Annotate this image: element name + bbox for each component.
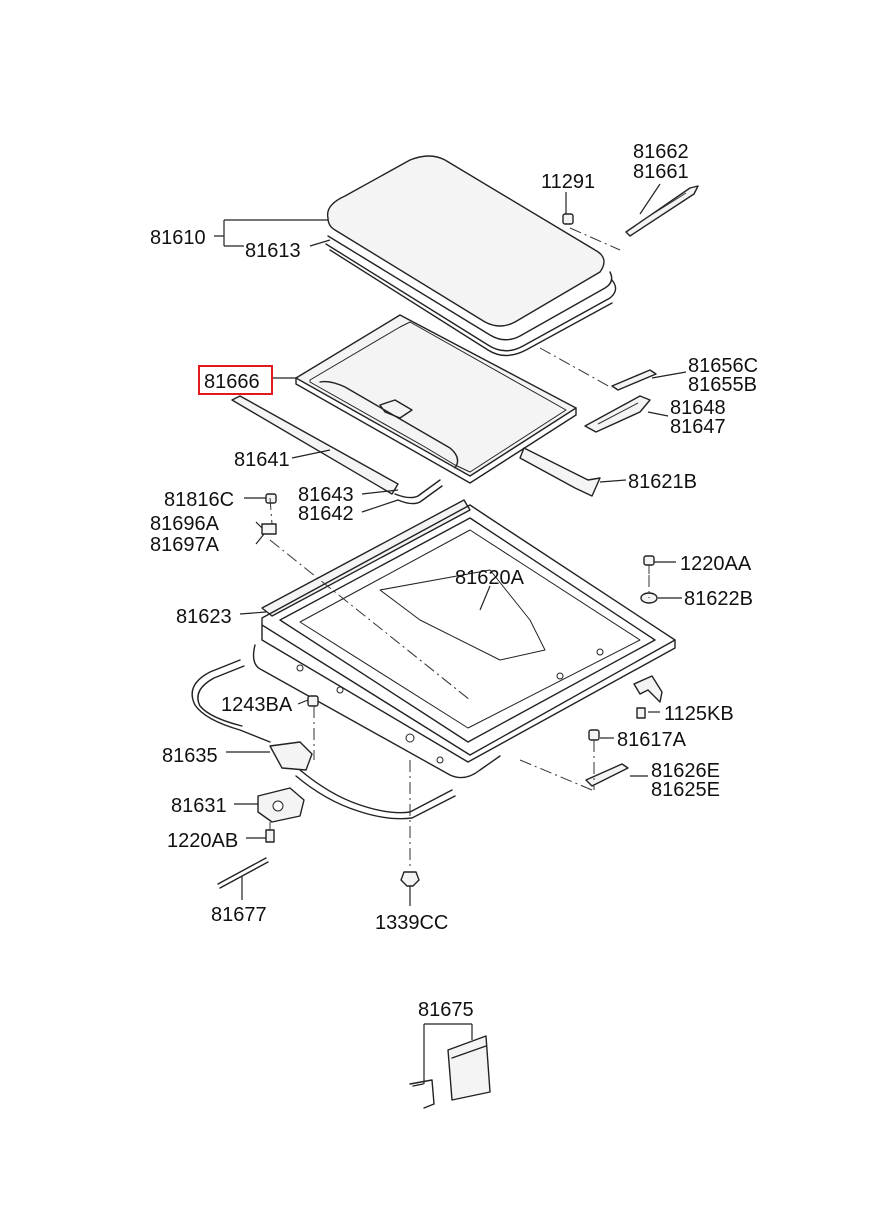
drain-hose-81643[interactable] [394,479,443,505]
label-81626e[interactable]: 81626E [651,760,720,782]
bolt-81617a[interactable] [588,729,600,741]
label-81675[interactable]: 81675 [418,999,474,1021]
label-81655b[interactable]: 81655B [688,374,757,396]
label-81656c[interactable]: 81656C [688,355,758,377]
bracket-81626e[interactable] [585,763,629,787]
link-81656c[interactable] [611,369,657,391]
label-81625e[interactable]: 81625E [651,779,720,801]
label-1125kb[interactable]: 1125KB [664,703,734,725]
sunshade-panel[interactable] [295,314,577,484]
clip-81696a[interactable] [261,523,277,535]
part-labels: 81662 81661 11291 81610 81613 81666 8165… [150,141,758,1021]
label-81610[interactable]: 81610 [150,227,206,249]
label-81642[interactable]: 81642 [298,503,354,525]
bracket-81648[interactable] [584,395,651,433]
sunroof-frame[interactable] [252,499,676,779]
glass-weatherstrip[interactable] [325,243,617,357]
label-1220aa[interactable]: 1220AA [680,553,752,575]
label-81623[interactable]: 81623 [176,606,232,628]
label-1339cc[interactable]: 1339CC [375,912,448,934]
seal-strip-81641[interactable] [231,395,399,495]
label-81613[interactable]: 81613 [245,240,301,262]
tool-kit-81675[interactable] [409,1035,491,1109]
label-81635[interactable]: 81635 [162,745,218,767]
cable-assembly-81635[interactable] [191,659,456,820]
label-81696a[interactable]: 81696A [150,513,220,535]
bracket-1125kb[interactable] [633,675,663,719]
label-81631[interactable]: 81631 [171,795,227,817]
alignment-lines [269,227,650,870]
label-81620a[interactable]: 81620A [455,567,525,589]
bolt-81816c[interactable] [265,493,277,504]
label-81617a[interactable]: 81617A [617,729,687,751]
label-81648[interactable]: 81648 [670,397,726,419]
bolt-1243ba[interactable] [307,695,319,707]
label-81647[interactable]: 81647 [670,416,726,438]
bolt-1220aa[interactable] [643,555,655,574]
label-81622b[interactable]: 81622B [684,588,753,610]
nut-1339cc[interactable] [400,871,420,887]
screw-11291[interactable] [562,213,574,225]
label-11291[interactable]: 11291 [541,171,595,193]
label-1220ab[interactable]: 1220AB [167,830,238,852]
label-81666[interactable]: 81666 [204,371,260,393]
leader-lines [214,183,687,1084]
glass-panel[interactable] [326,155,613,341]
motor-81631[interactable] [257,787,305,843]
deflector-bracket[interactable] [625,185,699,237]
guide-rail-81621b[interactable] [519,447,601,497]
crank-handle-81677[interactable] [217,857,269,889]
label-81661[interactable]: 81661 [633,161,689,183]
label-81643[interactable]: 81643 [298,484,354,506]
label-81816c[interactable]: 81816C [164,489,234,511]
label-81697a[interactable]: 81697A [150,534,220,556]
label-81662[interactable]: 81662 [633,141,689,163]
label-81641[interactable]: 81641 [234,449,290,471]
label-81677[interactable]: 81677 [211,904,267,926]
label-81621b[interactable]: 81621B [628,471,697,493]
label-1243ba[interactable]: 1243BA [221,694,293,716]
highlight-box [198,365,273,395]
